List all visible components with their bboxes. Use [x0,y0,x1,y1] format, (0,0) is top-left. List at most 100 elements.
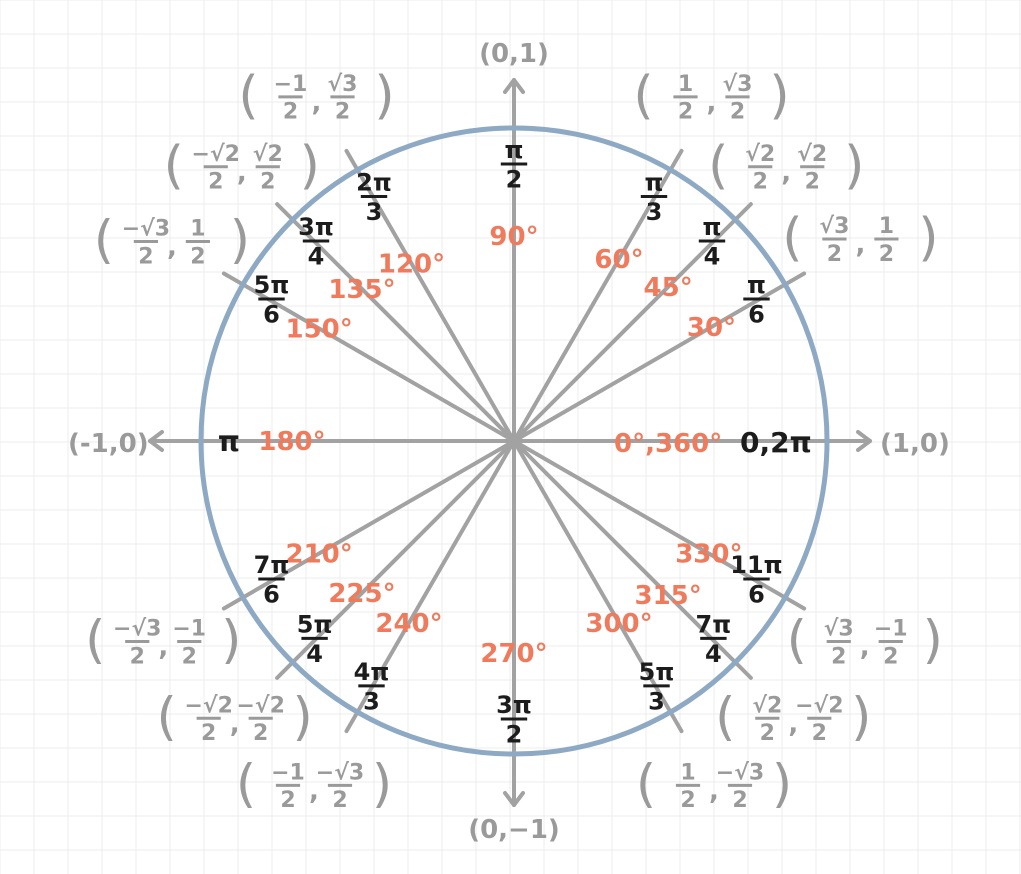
radian-60-denominator: 3 [646,198,663,226]
ray-240 [344,439,516,734]
coordinate-comma: , [709,776,719,806]
angle-rays [221,148,807,734]
radian-315-numerator: 7π [696,610,732,638]
radian-30-numerator: π [747,271,766,299]
degree-label-315: 315° [635,581,702,611]
radian-label-300: 5π3 [639,658,675,716]
radian-label-60: π3 [640,169,668,226]
axis-label-left: (-1,0) [68,429,149,459]
coordinate-label-315: (√22,−√22) [715,687,871,747]
radian-135-denominator: 4 [308,243,325,271]
degree-label-270: 270° [480,639,547,669]
coordinate-open-paren: ( [157,687,177,747]
radian-270-denominator: 2 [506,721,523,749]
degree-label-135: 135° [328,275,395,305]
degree-label-30: 30° [687,313,736,343]
coordinate-60-x-denominator: 2 [678,100,693,125]
degree-label-150: 150° [286,315,353,345]
y-axis-top-arrow [503,78,525,94]
coordinate-open-paren: ( [708,136,728,196]
coordinate-open-paren: ( [85,611,105,671]
radian-90-denominator: 2 [506,166,523,194]
coordinate-comma: , [312,88,322,118]
axis-label-bottom: (0,−1) [468,815,560,845]
coordinate-label-120: (−12,√32) [238,66,394,126]
radian-330-numerator: 11π [730,551,782,579]
coordinate-210-y-denominator: 2 [182,644,197,669]
coordinate-135-y-numerator: √2 [253,142,283,167]
coordinate-close-paren: ) [293,687,313,747]
coordinate-close-paren: ) [230,211,250,271]
radian-120-numerator: 2π [356,169,392,197]
coordinate-label-330: (√32,−12) [787,611,943,671]
axis-label-top: (0,1) [479,39,549,69]
ray-210 [221,439,516,611]
coordinate-label-240: (−12,−√32) [236,754,392,814]
coordinate-120-x-numerator: −1 [274,72,308,97]
ray-120 [344,148,516,443]
degree-label-120: 120° [378,249,445,279]
radian-label-180: π [218,425,240,458]
coordinate-close-paren: ) [372,754,392,814]
radian-300-numerator: 5π [639,658,675,686]
radian-label-225: 5π4 [297,610,333,668]
coordinate-45-x-numerator: √2 [745,142,775,167]
radian-330-denominator: 6 [748,581,765,609]
degree-label-0: 0°,360° [614,429,722,459]
unit-circle [198,125,830,757]
angle-labels: 30°π6(√32,12)45°π4(√22,√22)60°π3(12,√32)… [85,66,943,814]
radian-270-numerator: 3π [496,691,532,719]
coordinate-225-y-numerator: −√2 [236,693,284,718]
radian-210-numerator: 7π [254,551,290,579]
radian-60-numerator: π [645,169,664,197]
coordinate-close-paren: ) [221,611,241,671]
ray-300 [512,439,684,734]
coordinate-135-y-denominator: 2 [260,170,275,195]
x-axis-right-arrow [856,430,872,452]
coordinate-210-y-numerator: −1 [172,617,206,642]
coordinate-comma: , [788,709,798,739]
degree-label-210: 210° [286,540,353,570]
coordinate-150-x-numerator: −√3 [122,217,170,242]
coordinate-120-y-numerator: √3 [328,72,358,97]
radian-120-denominator: 3 [366,198,383,226]
coordinate-30-x-numerator: √3 [819,214,849,239]
coordinate-300-x-numerator: 1 [680,760,695,785]
coordinate-45-y-denominator: 2 [805,170,820,195]
coordinate-240-x-numerator: −1 [271,760,305,785]
coordinate-comma: , [230,709,240,739]
radian-315-denominator: 4 [705,640,722,668]
coordinate-300-y-denominator: 2 [732,788,747,813]
coordinate-close-paren: ) [769,66,789,126]
coordinate-60-x-numerator: 1 [678,72,693,97]
radian-label-0: 0,2π [740,426,812,459]
coordinate-45-x-denominator: 2 [753,170,768,195]
coordinate-300-x-denominator: 2 [680,788,695,813]
degree-label-330: 330° [675,540,742,570]
coordinate-comma: , [855,230,865,260]
coordinate-open-paren: ( [636,754,656,814]
coordinate-210-x-numerator: −√3 [113,617,161,642]
coordinate-close-paren: ) [300,136,320,196]
coordinate-comma: , [309,776,319,806]
radian-label-315: 7π4 [696,610,732,668]
ray-30 [512,271,807,443]
degree-label-300: 300° [585,609,652,639]
coordinate-30-x-denominator: 2 [827,242,842,267]
radian-135-numerator: 3π [298,213,334,241]
degree-label-240: 240° [375,609,442,639]
ray-45 [512,202,753,443]
radian-225-denominator: 4 [306,640,323,668]
coordinate-close-paren: ) [374,66,394,126]
coordinate-label-210: (−√32,−12) [85,611,241,671]
degree-label-225: 225° [328,579,395,609]
x-axis-left-arrow [148,430,164,452]
coordinate-open-paren: ( [782,208,802,268]
coordinate-135-x-numerator: −√2 [192,142,240,167]
coordinate-label-150: (−√32,12) [94,211,250,271]
coordinate-label-30: (√32,12) [782,208,938,268]
ray-60 [512,148,684,443]
ray-150 [221,271,516,443]
y-axis-bottom-arrow [503,791,525,807]
